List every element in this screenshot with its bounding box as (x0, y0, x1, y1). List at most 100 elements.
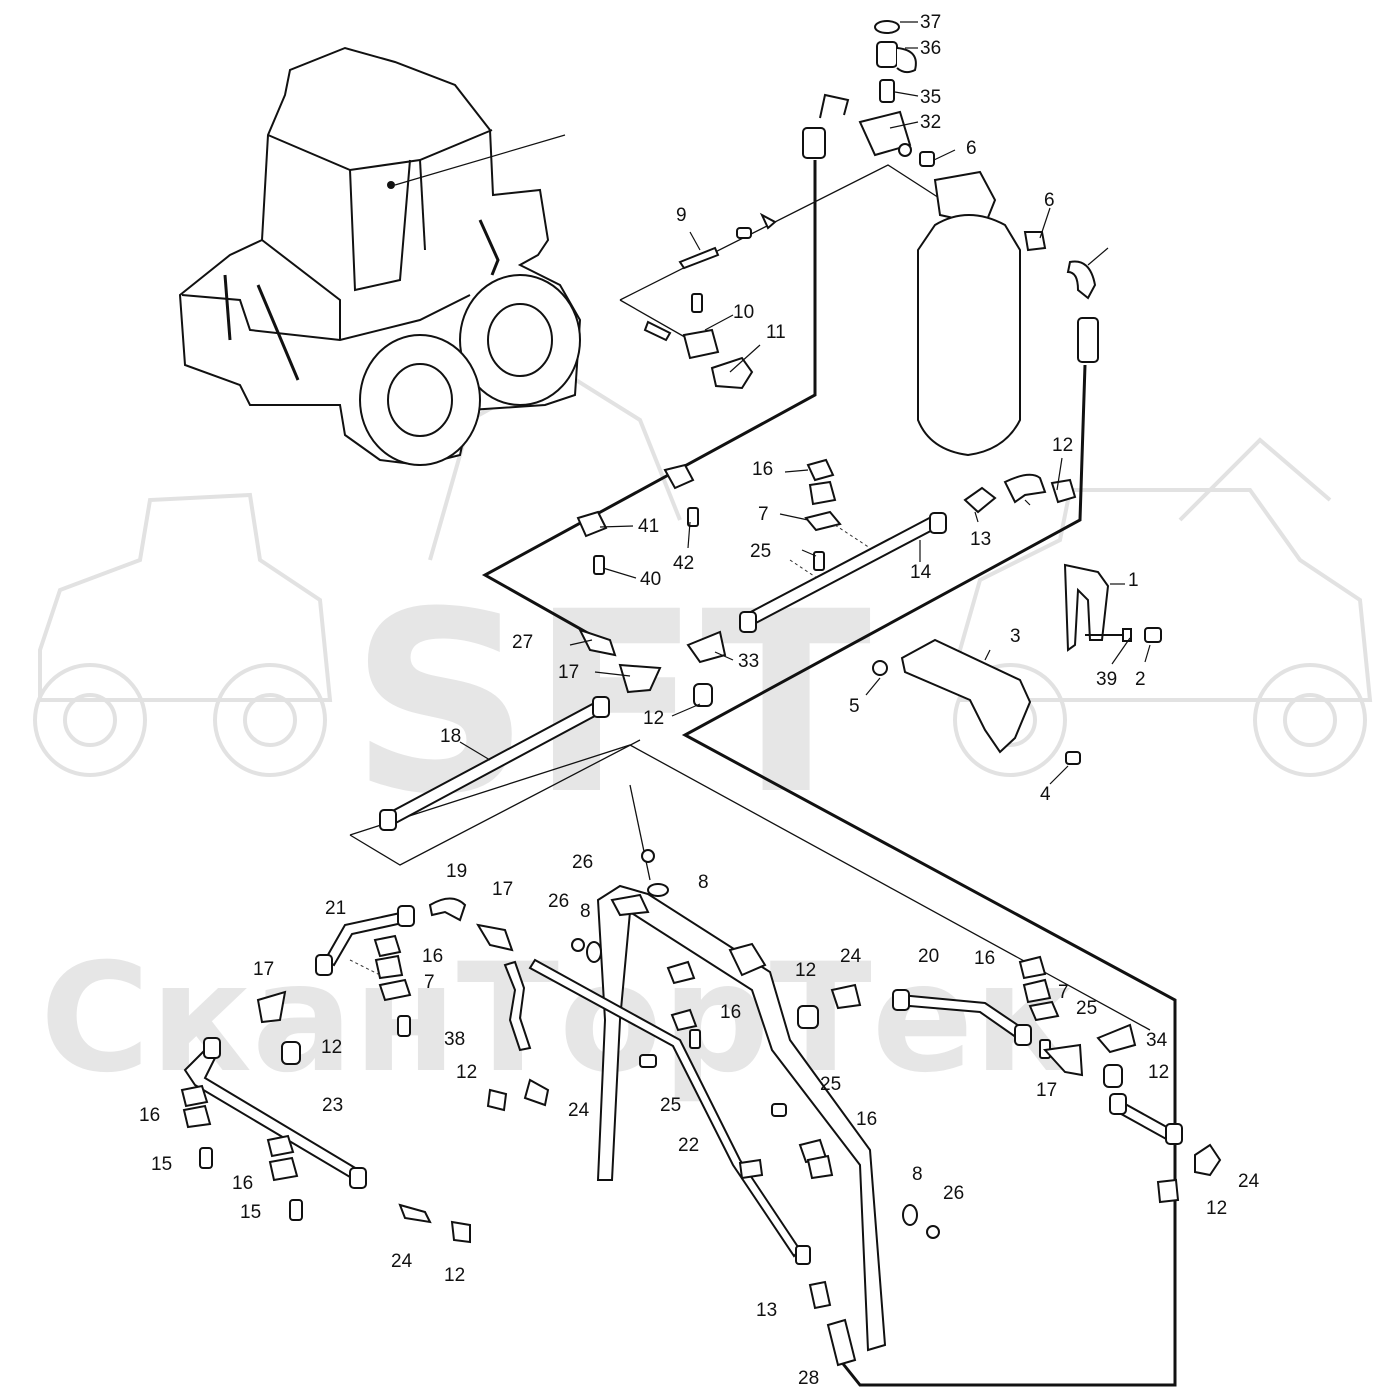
watermark-tractor-right-icon (953, 437, 1373, 777)
elbow-24-cap-12-right-bottom (1156, 1143, 1222, 1204)
callout-25-right: 25 (1076, 998, 1097, 1019)
callout-30: 35 (920, 87, 941, 108)
callout-1: 1 (1128, 570, 1139, 591)
callout-17-mid: 17 (558, 662, 579, 683)
callout-34: 39 (1096, 669, 1117, 690)
bolt-6a (919, 151, 935, 167)
fitting-6b (1023, 231, 1047, 252)
cab-marker-dot (387, 181, 395, 189)
callout-23: 23 (322, 1095, 343, 1116)
accumulator-tank (917, 170, 1021, 457)
clip-10-11 (643, 293, 754, 390)
union-13-fitting-28-bottom (808, 1280, 857, 1367)
clamp-16-7-40-left (349, 934, 412, 1037)
callout-11: 11 (766, 322, 786, 343)
callout-29-mid: 33 (738, 651, 759, 672)
callout-12-right-low: 12 (1148, 1062, 1169, 1083)
pipe-21 (528, 958, 811, 1265)
hose-24-cap-12-lower-left (398, 1203, 471, 1244)
pipe-22 (315, 905, 415, 976)
callout-25-mid: 25 (820, 1074, 841, 1095)
pipe-14 (739, 512, 947, 633)
callout-8-low: 8 (912, 1164, 923, 1185)
callout-28: 28 (798, 1368, 819, 1389)
callout-27: 27 (512, 632, 533, 653)
callout-labels: 37 36 35 32 6 6 9 10 11 12 16 13 7 41 25… (139, 12, 1260, 1389)
callout-12-lower-left: 12 (444, 1265, 465, 1286)
callout-5: 5 (849, 696, 860, 717)
pipe-routing-lines (349, 160, 1177, 1387)
callout-16-lower-mid: 16 (856, 1109, 877, 1130)
small-line-9 (678, 212, 777, 270)
callout-19: 19 (446, 861, 467, 882)
callout-24-lower-left: 24 (391, 1251, 413, 1272)
callout-6-tank: 6 (1044, 190, 1055, 211)
tee-27-17-29-mid (578, 628, 727, 707)
callout-22: 21 (325, 898, 346, 919)
callout-17-left: 17 (253, 959, 274, 980)
callout-6-top: 6 (966, 138, 977, 159)
callout-12-left-low: 12 (456, 1062, 477, 1083)
callout-36: 41 (638, 516, 659, 537)
tee-fitting-29-top (858, 79, 912, 157)
washers-26-8 (571, 849, 940, 1239)
pipe-33 (486, 960, 550, 1112)
pipe-41 (1109, 1093, 1183, 1145)
callout-25-lower: 25 (660, 1095, 681, 1116)
callout-12-right-bottom: 12 (1206, 1198, 1227, 1219)
fitting-31-32 (874, 20, 917, 74)
callout-3: 3 (1010, 626, 1021, 647)
callout-8-mid: 8 (580, 901, 591, 922)
callout-16-lower-left: 16 (139, 1105, 160, 1126)
elbow-24-cap-12-right-mid (797, 983, 862, 1029)
clamps-36 (576, 463, 699, 575)
elbow-fitting-top (802, 93, 850, 159)
callout-26-top: 26 (572, 852, 593, 873)
plate-3-5-4 (872, 638, 1081, 765)
watermark-tractor-left-icon (33, 492, 333, 777)
callout-15-b: 15 (240, 1202, 261, 1223)
callout-14: 14 (910, 562, 932, 583)
boom-frame (596, 884, 887, 1352)
pipe-23 (183, 1037, 367, 1189)
tee-17-b (476, 923, 514, 952)
callout-13-bottom: 13 (756, 1300, 777, 1321)
callout-8-top: 8 (698, 872, 709, 893)
callout-26-low: 26 (943, 1183, 964, 1204)
clamps-16-15-lower-left (180, 1084, 303, 1221)
elbow-19 (428, 897, 467, 922)
callout-32: 37 (920, 12, 941, 33)
callout-7-top: 7 (758, 504, 769, 525)
callout-12-left-mid: 12 (321, 1037, 342, 1058)
callout-12-mid: 12 (643, 708, 664, 729)
callout-16-left: 16 (422, 946, 443, 967)
bracket-1-34-2 (1063, 563, 1162, 652)
callout-24-left-mid: 24 (568, 1100, 590, 1121)
callout-24-mid: 24 (840, 946, 862, 967)
callout-12-right-mid: 12 (795, 960, 816, 981)
pipe-18 (379, 696, 610, 831)
callout-18: 18 (440, 726, 461, 747)
callout-16-right: 16 (974, 948, 995, 969)
clamp-16-7-25-top (789, 458, 871, 581)
callout-16-mid: 16 (720, 1002, 741, 1023)
callout-29-right: 34 (1146, 1030, 1168, 1051)
callout-35: 40 (640, 569, 661, 590)
callout-33: 38 (444, 1029, 465, 1050)
callout-17-b: 17 (492, 879, 513, 900)
leader-lines (394, 21, 1151, 785)
callout-2: 2 (1135, 669, 1146, 690)
callout-15-a: 15 (151, 1154, 172, 1175)
elbow-42 (1066, 260, 1099, 363)
watermark-brand: СканТорТек (40, 932, 1075, 1106)
callout-20: 20 (918, 946, 939, 967)
callout-31: 36 (920, 38, 941, 59)
callout-21: 22 (678, 1135, 699, 1156)
pipe-20 (892, 989, 1032, 1046)
callout-7-right: 7 (1058, 982, 1069, 1003)
callout-13-top: 13 (970, 529, 991, 550)
top-components (379, 20, 1162, 831)
callout-26-mid: 26 (548, 891, 569, 912)
machine-overview (178, 46, 582, 467)
